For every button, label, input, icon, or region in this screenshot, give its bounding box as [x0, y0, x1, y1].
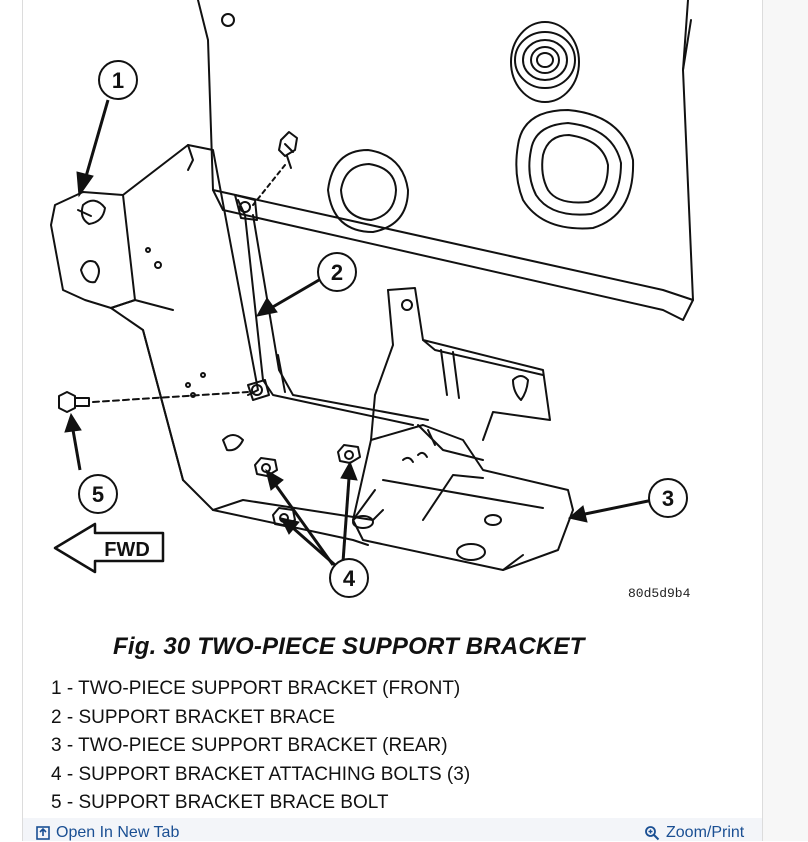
legend-item: 5 - SUPPORT BRACKET BRACE BOLT [51, 792, 389, 814]
left-border [22, 0, 23, 841]
magnifier-icon [645, 826, 660, 841]
zoom-print-label: Zoom/Print [666, 824, 745, 841]
legend-item: 3 - TWO-PIECE SUPPORT BRACKET (REAR) [51, 735, 448, 757]
open-new-tab-icon [36, 826, 50, 840]
fwd-label: FWD [104, 539, 150, 561]
right-border [762, 0, 763, 841]
callout-4: 4 [343, 566, 356, 591]
brace-upper-bolt [252, 131, 298, 206]
rear-bracket [352, 287, 574, 571]
callout-5: 5 [92, 482, 104, 507]
open-in-new-tab-label: Open In New Tab [56, 824, 180, 841]
figure-caption: Fig. 30 TWO-PIECE SUPPORT BRACKET [113, 633, 585, 660]
callout-3: 3 [662, 486, 674, 511]
bracket-diagram: 1 2 3 4 5 FWD [50, 0, 694, 598]
attaching-bolts [254, 444, 361, 527]
callout-circle-5 [78, 474, 118, 514]
callout-circle-2 [317, 252, 357, 292]
upper-panel [197, 0, 694, 321]
callout-1: 1 [112, 68, 124, 93]
legend-list: 1 - TWO-PIECE SUPPORT BRACKET (FRONT) 2 … [51, 675, 470, 818]
scroll-gutter [763, 0, 808, 841]
zoom-print-link[interactable]: Zoom/Print [644, 824, 744, 842]
brace-bolt [58, 391, 249, 413]
legend-item: 1 - TWO-PIECE SUPPORT BRACKET (FRONT) [51, 678, 461, 699]
open-in-new-tab-link[interactable]: Open In New Tab [36, 824, 179, 842]
front-bracket [50, 144, 384, 546]
legend-item: 4 - SUPPORT BRACKET ATTACHING BOLTS (3) [51, 763, 471, 785]
callout-circle-3 [648, 478, 688, 518]
fwd-arrow: FWD [53, 522, 165, 574]
footer-bar [23, 818, 762, 841]
callout-2: 2 [331, 260, 343, 285]
support-brace [234, 194, 429, 426]
callout-circle-4 [329, 558, 369, 598]
callout-circle-1 [98, 60, 138, 100]
legend-item: 2 - SUPPORT BRACKET BRACE [51, 706, 336, 728]
image-id: 80d5d9b4 [628, 586, 691, 601]
